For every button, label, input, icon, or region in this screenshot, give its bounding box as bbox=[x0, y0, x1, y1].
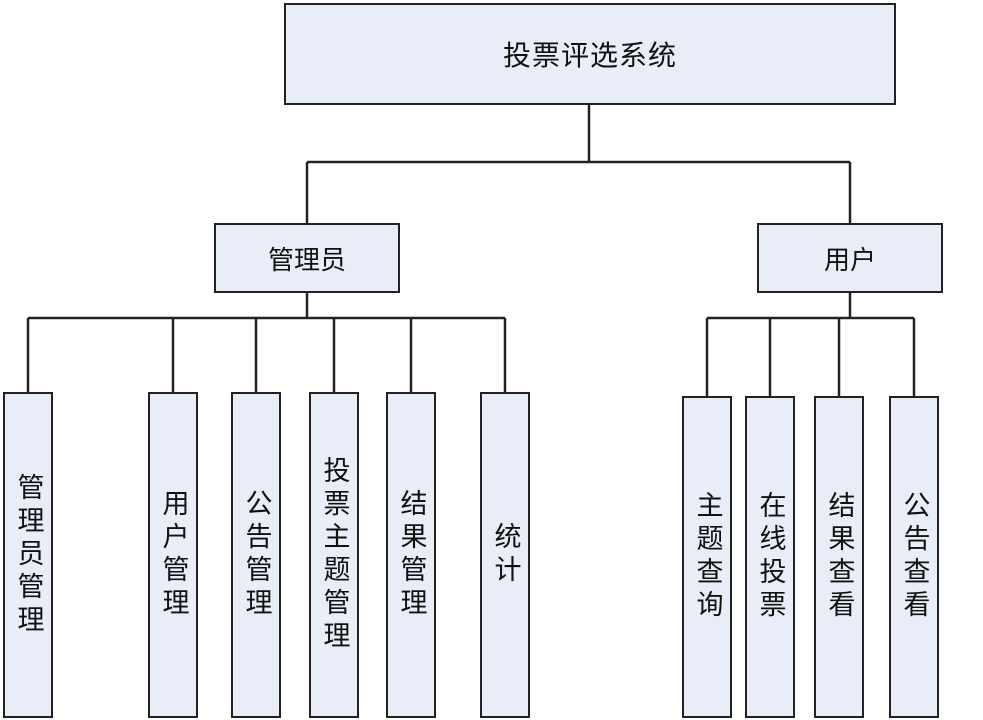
user-leaf-online-vote: 在线投票 bbox=[745, 396, 795, 718]
admin-leaf-notice-management: 公告管理 bbox=[231, 392, 281, 718]
leaf-label: 结果管理 bbox=[395, 489, 427, 621]
user-leaf-notice-view: 公告查看 bbox=[889, 396, 939, 718]
root-label: 投票评选系统 bbox=[502, 39, 677, 72]
user-leaf-topic-query: 主题查询 bbox=[682, 396, 732, 718]
leaf-label: 结果查看 bbox=[823, 491, 855, 623]
leaf-label: 公告查看 bbox=[898, 491, 930, 623]
user-label: 用户 bbox=[823, 245, 876, 276]
user-node: 用户 bbox=[757, 223, 943, 293]
user-leaf-result-view: 结果查看 bbox=[814, 396, 864, 718]
admin-leaf-admin-management: 管理员管理 bbox=[3, 392, 53, 718]
leaf-label: 在线投票 bbox=[754, 491, 786, 623]
admin-leaf-result-management: 结果管理 bbox=[386, 392, 436, 718]
admin-leaf-vote-topic-management: 投票主题管理 bbox=[309, 392, 359, 718]
admin-leaf-statistics: 统计 bbox=[480, 392, 530, 718]
root-node: 投票评选系统 bbox=[284, 3, 896, 105]
leaf-label: 投票主题管理 bbox=[318, 456, 350, 654]
leaf-label: 统计 bbox=[489, 522, 521, 588]
leaf-label: 管理员管理 bbox=[12, 472, 44, 638]
leaf-label: 用户管理 bbox=[157, 489, 189, 621]
admin-leaf-user-management: 用户管理 bbox=[148, 392, 198, 718]
leaf-label: 公告管理 bbox=[240, 489, 272, 621]
admin-node: 管理员 bbox=[214, 223, 400, 293]
leaf-label: 主题查询 bbox=[691, 491, 723, 623]
admin-label: 管理员 bbox=[267, 245, 346, 276]
